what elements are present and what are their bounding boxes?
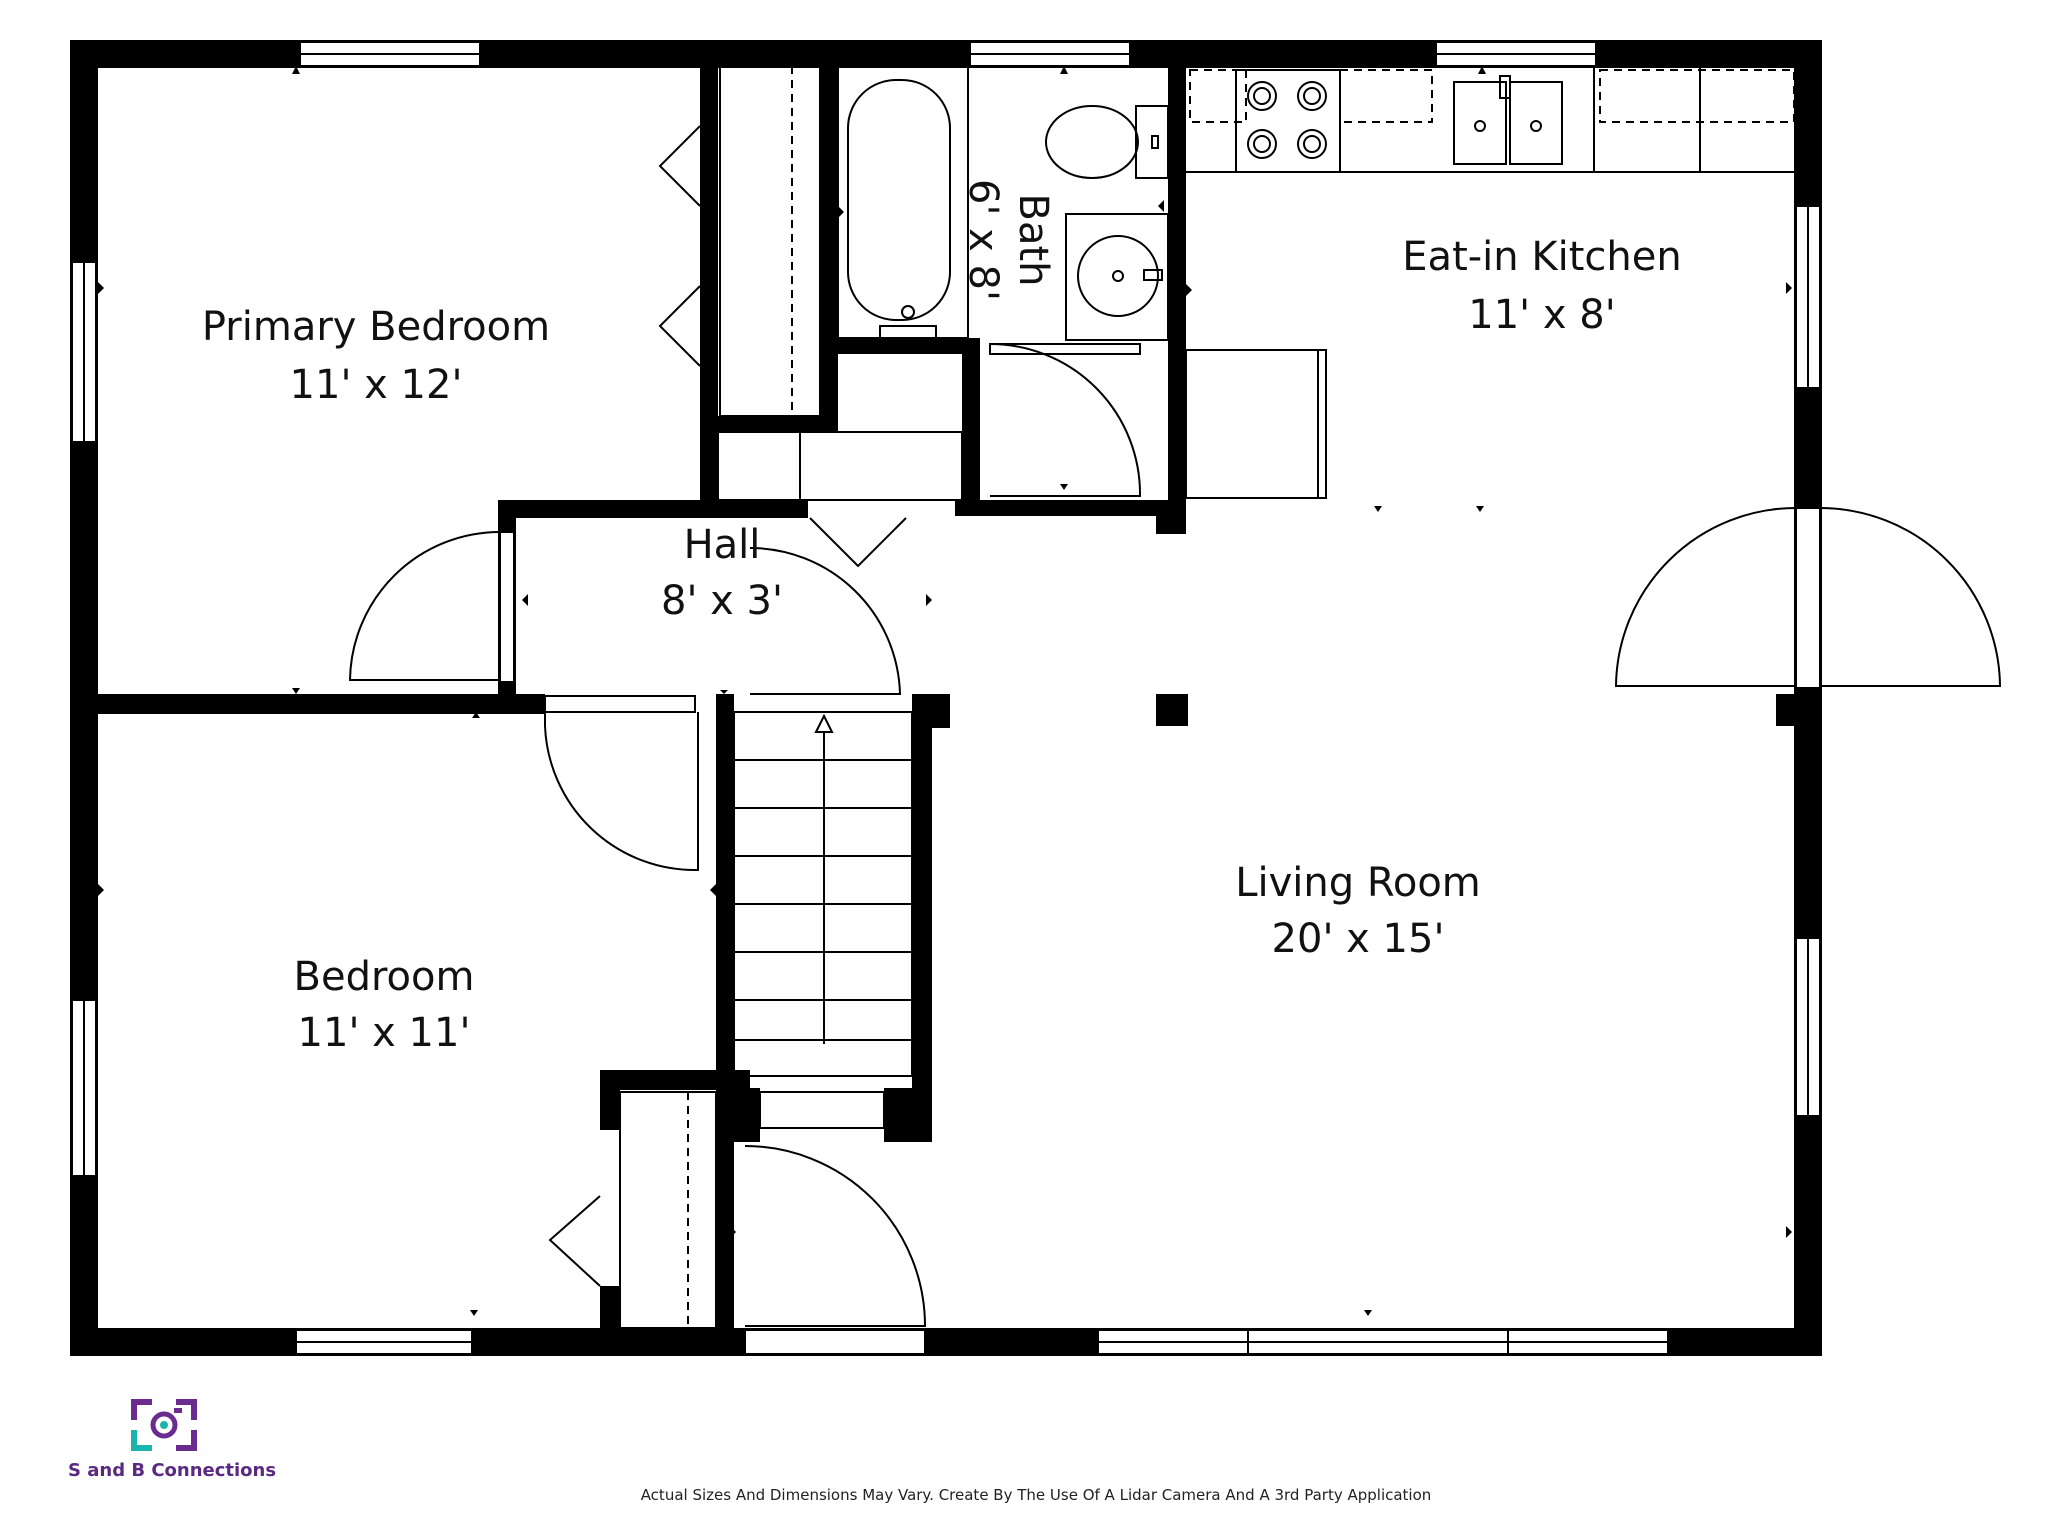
bedroom-size: 11' x 11'	[298, 1010, 471, 1056]
interior-walls	[70, 60, 1806, 1356]
windows	[71, 41, 1821, 1355]
dimension-markers	[98, 66, 1792, 1316]
primary-bedroom-size: 11' x 12'	[290, 362, 463, 408]
camera-icon	[131, 1399, 197, 1451]
kitchen-name: Eat-in Kitchen	[1402, 234, 1681, 280]
closets	[619, 65, 963, 1329]
primary-bedroom-name: Primary Bedroom	[202, 304, 550, 350]
living-room-size: 20' x 15'	[1272, 916, 1445, 962]
bedroom-name: Bedroom	[294, 954, 475, 1000]
hall-size: 8' x 3'	[661, 578, 783, 624]
brand-logo: S and B Connections	[68, 1399, 276, 1481]
kitchen-fixtures	[1185, 65, 1796, 499]
stairs	[733, 711, 913, 1129]
kitchen-size: 11' x 8'	[1468, 292, 1615, 338]
bath-fixtures	[837, 65, 1169, 341]
bath-size: 6' x 8'	[960, 179, 1006, 301]
hall-name: Hall	[684, 522, 761, 568]
brand-name: S and B Connections	[68, 1460, 276, 1481]
doors	[348, 125, 2002, 1355]
living-room-name: Living Room	[1235, 860, 1481, 906]
bath-name: Bath	[1010, 194, 1056, 287]
disclaimer: Actual Sizes And Dimensions May Vary. Cr…	[641, 1486, 1432, 1504]
room-labels: Primary Bedroom 11' x 12' Bath 6' x 8' E…	[202, 179, 1682, 1056]
